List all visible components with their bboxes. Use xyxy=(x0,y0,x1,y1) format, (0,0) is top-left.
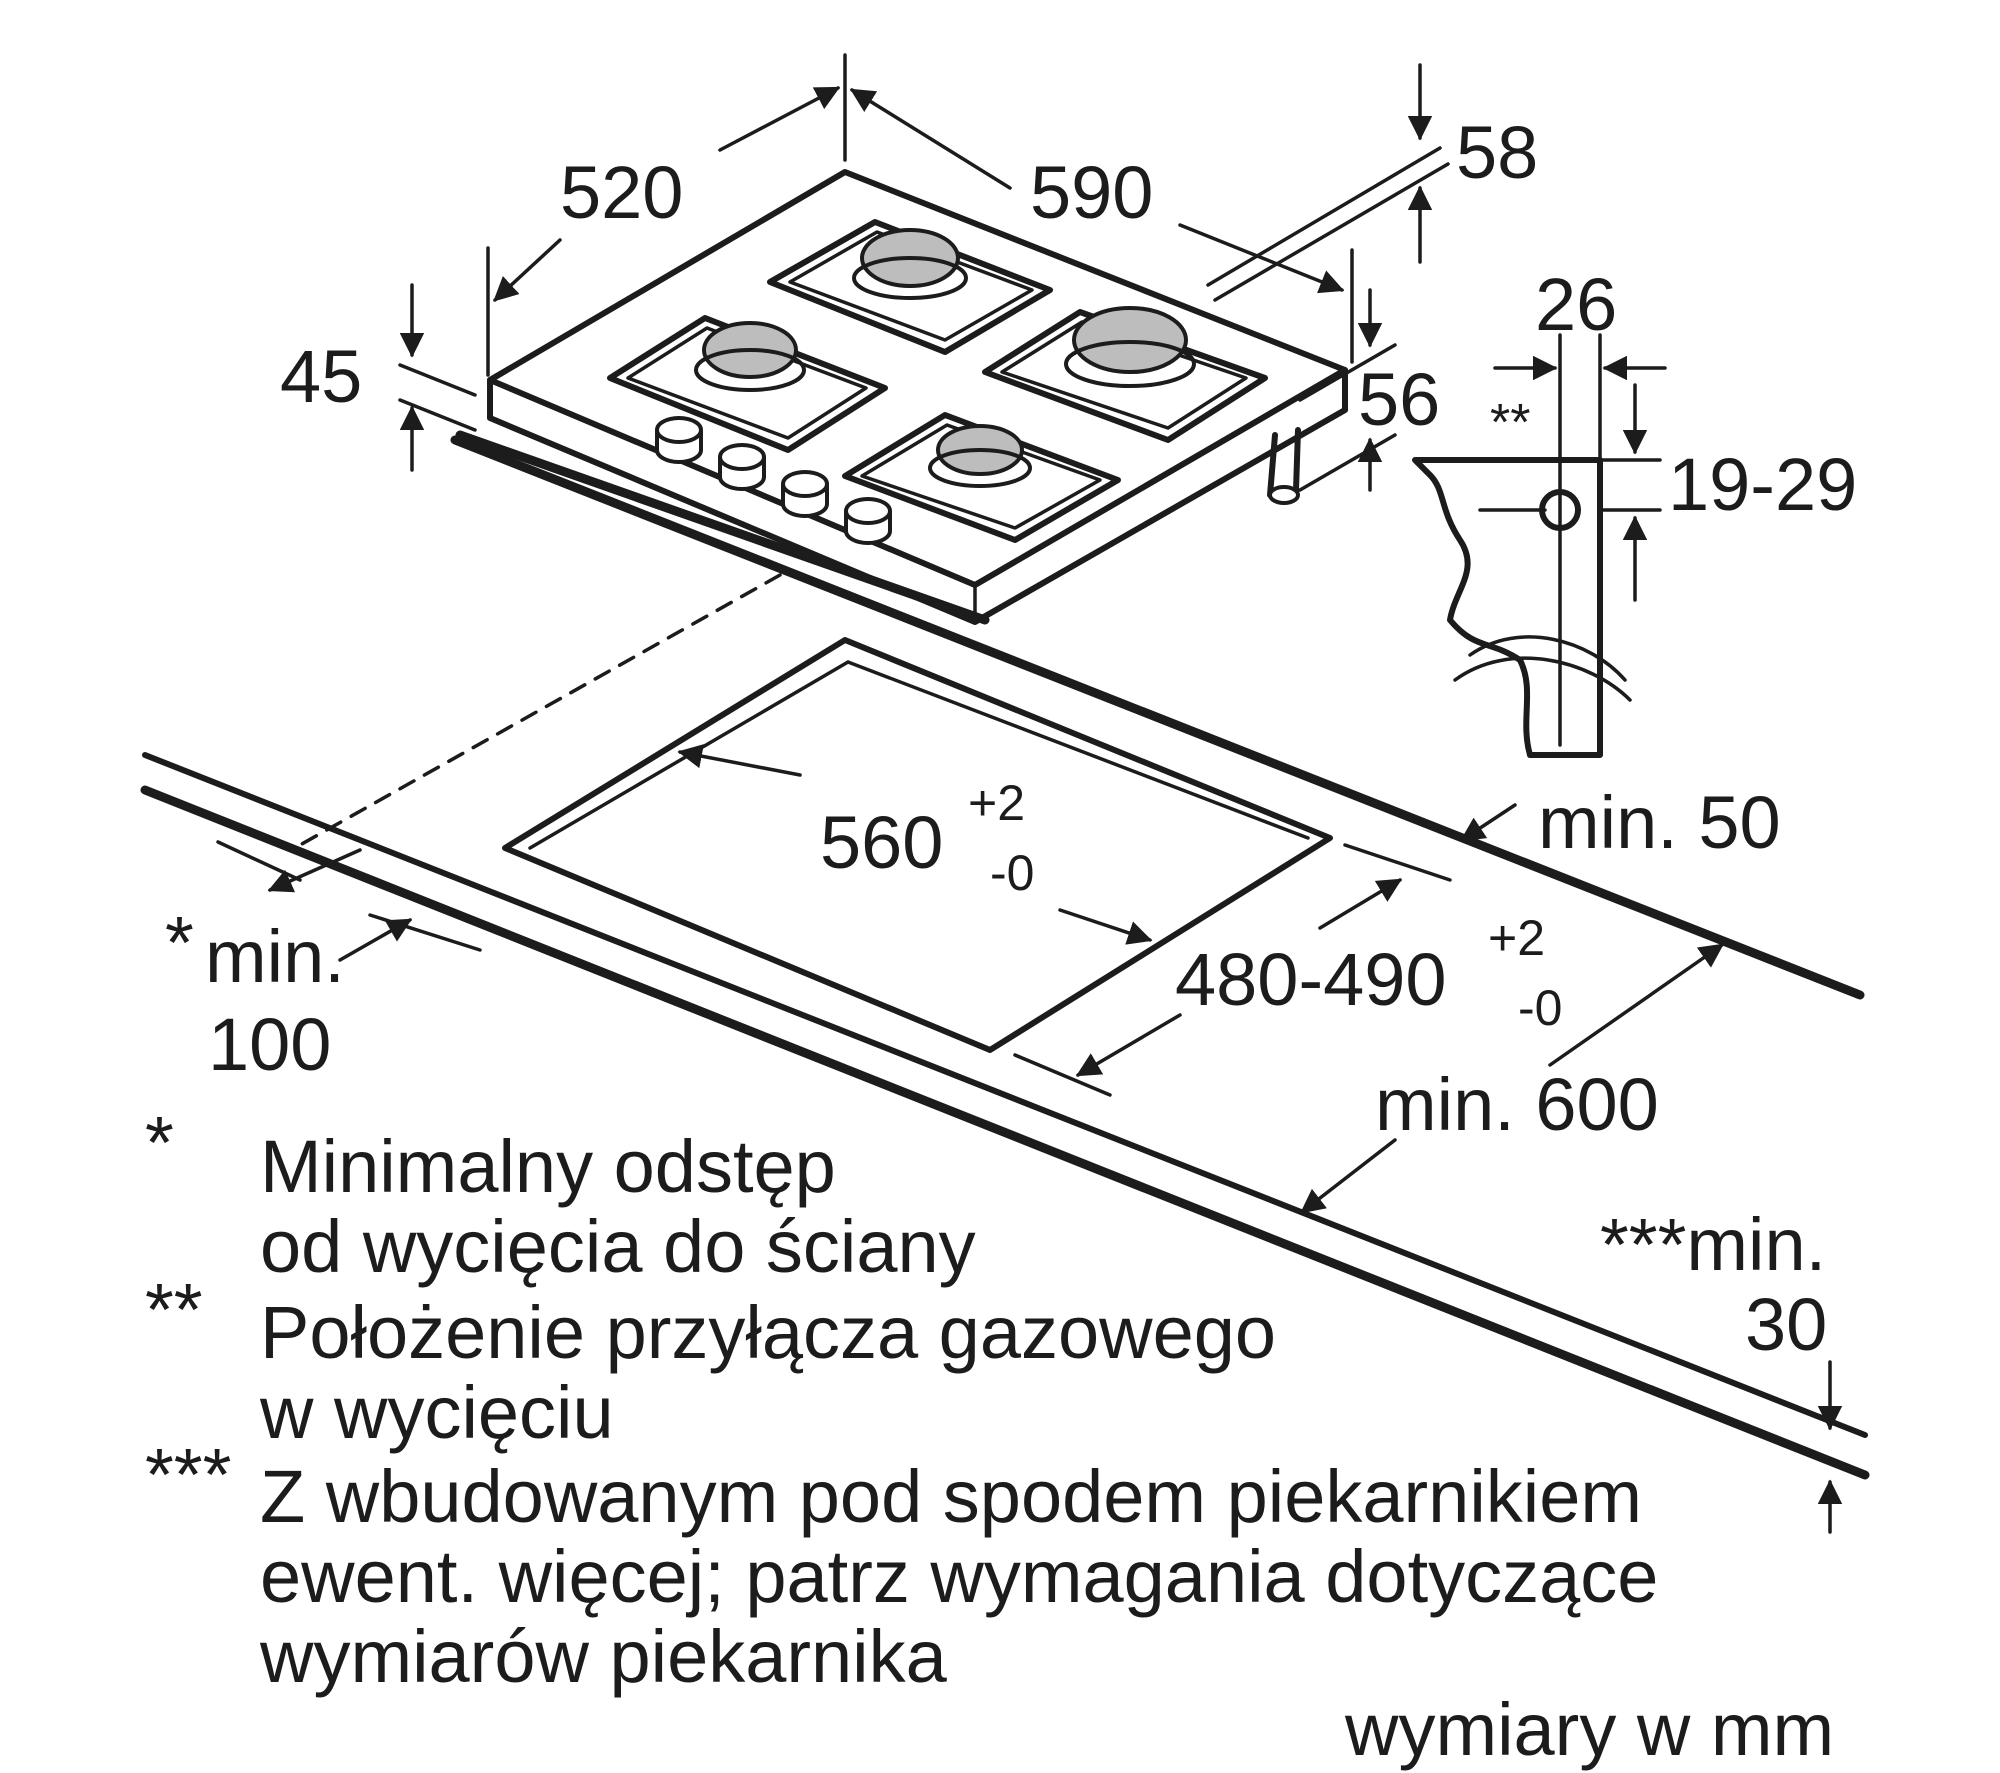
dimension-top-height: 58 xyxy=(1206,63,1538,302)
note-1-marker: * xyxy=(145,1101,174,1184)
gas-marker-label: ** xyxy=(1490,394,1530,452)
note-3-line-3: wymiarów piekarnika xyxy=(259,1615,948,1698)
dimension-min-rear: min. 50 xyxy=(1459,781,1781,864)
min-side-value: 100 xyxy=(208,1003,331,1086)
dimension-cutout-depth: 480-490 +2 -0 xyxy=(1013,843,1562,1097)
cutout-depth-label: 480-490 xyxy=(1175,938,1447,1021)
note-3-line-2: ewent. więcej; patrz wymagania dotyczące xyxy=(260,1535,1658,1618)
note-3-line-1: Z wbudowanym pod spodem piekarnikiem xyxy=(260,1455,1642,1538)
gas-height-label: 19-29 xyxy=(1668,443,1857,526)
dimension-min-under: ***min. 30 xyxy=(1600,1203,1843,1534)
gas-offset-label: 26 xyxy=(1535,263,1617,346)
dimension-height-right: 56 xyxy=(1298,288,1440,492)
dimension-height-left-label: 45 xyxy=(280,335,362,418)
control-knobs xyxy=(655,416,892,545)
min-side-star: * xyxy=(165,901,194,984)
note-2-line-1: Położenie przyłącza gazowego xyxy=(260,1291,1276,1374)
units-label: wymiary w mm xyxy=(1344,1688,1834,1771)
dimension-width: 590 xyxy=(849,88,1354,364)
min-front-label: min. 600 xyxy=(1375,1063,1659,1146)
gas-connection-detail: 26 ** 19-29 xyxy=(1412,263,1857,758)
worktop xyxy=(140,435,1870,1480)
min-under-value: 30 xyxy=(1745,1283,1827,1366)
dimension-depth-label: 520 xyxy=(560,151,683,234)
note-1-line-2: od wycięcia do ściany xyxy=(260,1205,976,1288)
dimension-cutout-width: 560 +2 -0 xyxy=(677,744,1153,945)
footnotes: * Minimalny odstęp od wycięcia do ściany… xyxy=(145,1101,1834,1771)
min-rear-label: min. 50 xyxy=(1538,781,1781,864)
dimension-height-right-label: 56 xyxy=(1358,358,1440,441)
pan-support-grates xyxy=(607,219,1268,543)
dimension-top-height-label: 58 xyxy=(1456,111,1538,194)
cutout-width-tol-minus: -0 xyxy=(990,845,1034,901)
note-1-line-1: Minimalny odstęp xyxy=(260,1125,836,1208)
cutout-width-tol-plus: +2 xyxy=(968,775,1025,831)
note-2-marker: ** xyxy=(145,1268,203,1351)
min-side-label: min. xyxy=(205,915,345,998)
note-2-line-2: w wycięciu xyxy=(259,1371,614,1454)
cutout-depth-tol-minus: -0 xyxy=(1518,980,1562,1036)
dimension-min-front: min. 600 xyxy=(1300,943,1725,1214)
dimension-width-label: 590 xyxy=(1030,151,1153,234)
burners xyxy=(694,228,1196,488)
note-3-marker: *** xyxy=(145,1433,231,1516)
dimension-min-side: * min. 100 xyxy=(165,840,482,1086)
dimension-depth: 520 xyxy=(486,53,847,377)
dimension-height-left: 45 xyxy=(280,283,477,472)
cutout-depth-tol-plus: +2 xyxy=(1488,910,1545,966)
cutout-width-label: 560 xyxy=(820,801,943,884)
min-under-label: ***min. xyxy=(1600,1203,1826,1286)
